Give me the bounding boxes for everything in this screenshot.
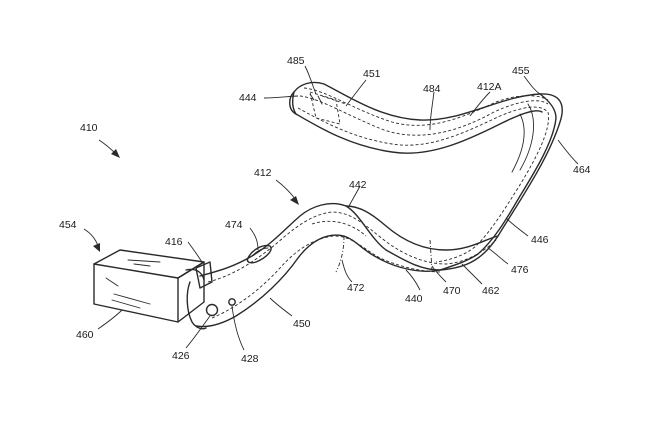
leader-lines [84, 66, 578, 350]
label-450: 450 [293, 318, 311, 330]
label-485: 485 [287, 55, 305, 67]
label-446: 446 [531, 234, 549, 246]
port-426 [207, 305, 218, 316]
band-rear-segment [290, 82, 562, 270]
label-412a: 412A [477, 81, 502, 93]
label-412: 412 [254, 167, 272, 179]
label-444: 444 [239, 92, 257, 104]
label-484: 484 [423, 83, 441, 95]
label-426: 426 [172, 350, 190, 362]
label-454: 454 [59, 219, 77, 231]
label-476: 476 [511, 264, 529, 276]
label-470: 470 [443, 285, 461, 297]
label-464: 464 [573, 164, 591, 176]
label-455: 455 [512, 65, 530, 77]
label-428: 428 [241, 353, 259, 365]
housing-box [94, 250, 204, 322]
label-442: 442 [349, 179, 367, 191]
label-472: 472 [347, 282, 365, 294]
label-410: 410 [80, 122, 98, 134]
port-428 [229, 299, 235, 305]
label-460: 460 [76, 329, 94, 341]
label-474: 474 [225, 219, 243, 231]
label-462: 462 [482, 285, 500, 297]
label-440: 440 [405, 293, 423, 305]
label-451: 451 [363, 68, 381, 80]
label-416: 416 [165, 236, 183, 248]
